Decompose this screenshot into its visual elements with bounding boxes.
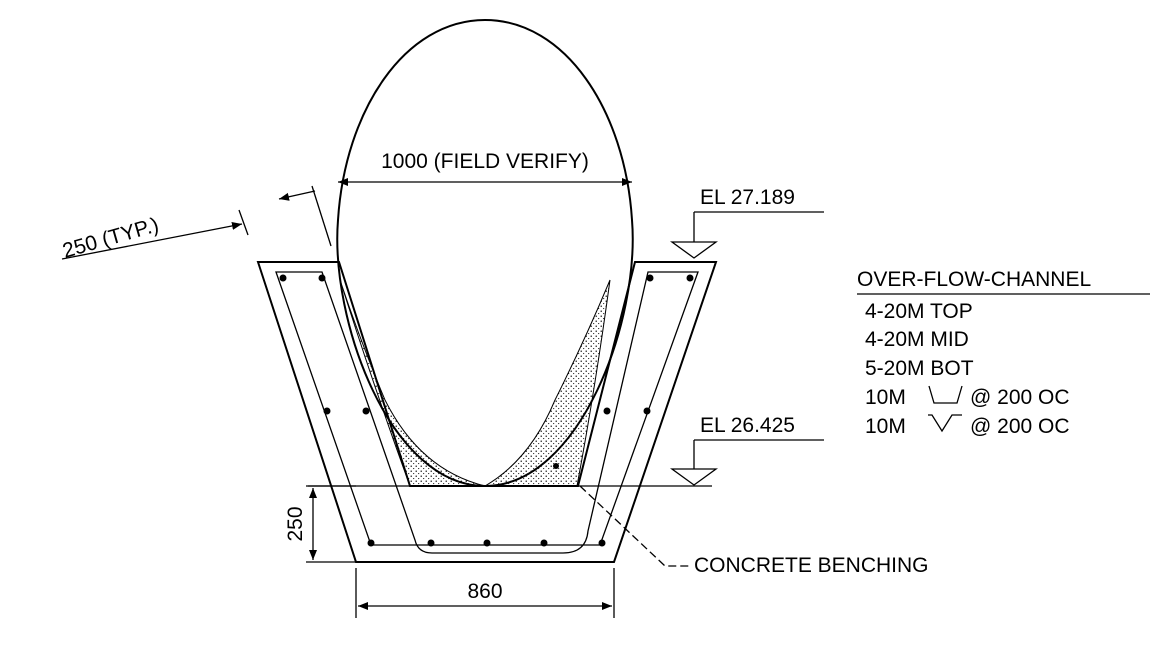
elevation-bottom-label: EL 26.425 (700, 414, 795, 437)
benching-callout-label: CONCRETE BENCHING (694, 554, 929, 577)
channel-outer-outline (256, 261, 718, 563)
elevation-marker-bottom: EL 26.425 (670, 414, 824, 486)
dim-width-top-label: 1000 (FIELD VERIFY) (381, 150, 589, 173)
benching-left (339, 279, 486, 487)
benching-right (483, 279, 611, 487)
schedule-title: OVER-FLOW-CHANNEL (857, 268, 1091, 291)
schedule-stirrup-2-spacing: @ 200 OC (970, 415, 1070, 438)
elevation-top-label: EL 27.189 (700, 186, 795, 209)
channel-inner-outline (275, 271, 699, 554)
rebar-group (279, 274, 694, 547)
rebar-schedule: OVER-FLOW-CHANNEL 4-20M TOP 4-20M MID 5-… (857, 268, 1150, 438)
stirrup-u-shape-icon (928, 385, 963, 404)
schedule-stirrup-1-size: 10M (865, 386, 906, 409)
schedule-line-top: 4-20M TOP (865, 300, 973, 323)
elevation-marker-top: EL 27.189 (670, 186, 824, 259)
schedule-line-mid: 4-20M MID (865, 328, 969, 351)
dim-base-width-label: 860 (467, 580, 502, 603)
schedule-stirrup-1-spacing: @ 200 OC (970, 386, 1070, 409)
stirrup-v-shape-icon (928, 414, 962, 433)
dim-wall-thickness-label: 250 (TYP.) (60, 213, 161, 262)
dim-base-thickness-label: 250 (284, 506, 307, 541)
pipe-outline (336, 18, 634, 488)
schedule-line-bot: 5-20M BOT (865, 357, 974, 380)
schedule-stirrup-2-size: 10M (865, 415, 906, 438)
